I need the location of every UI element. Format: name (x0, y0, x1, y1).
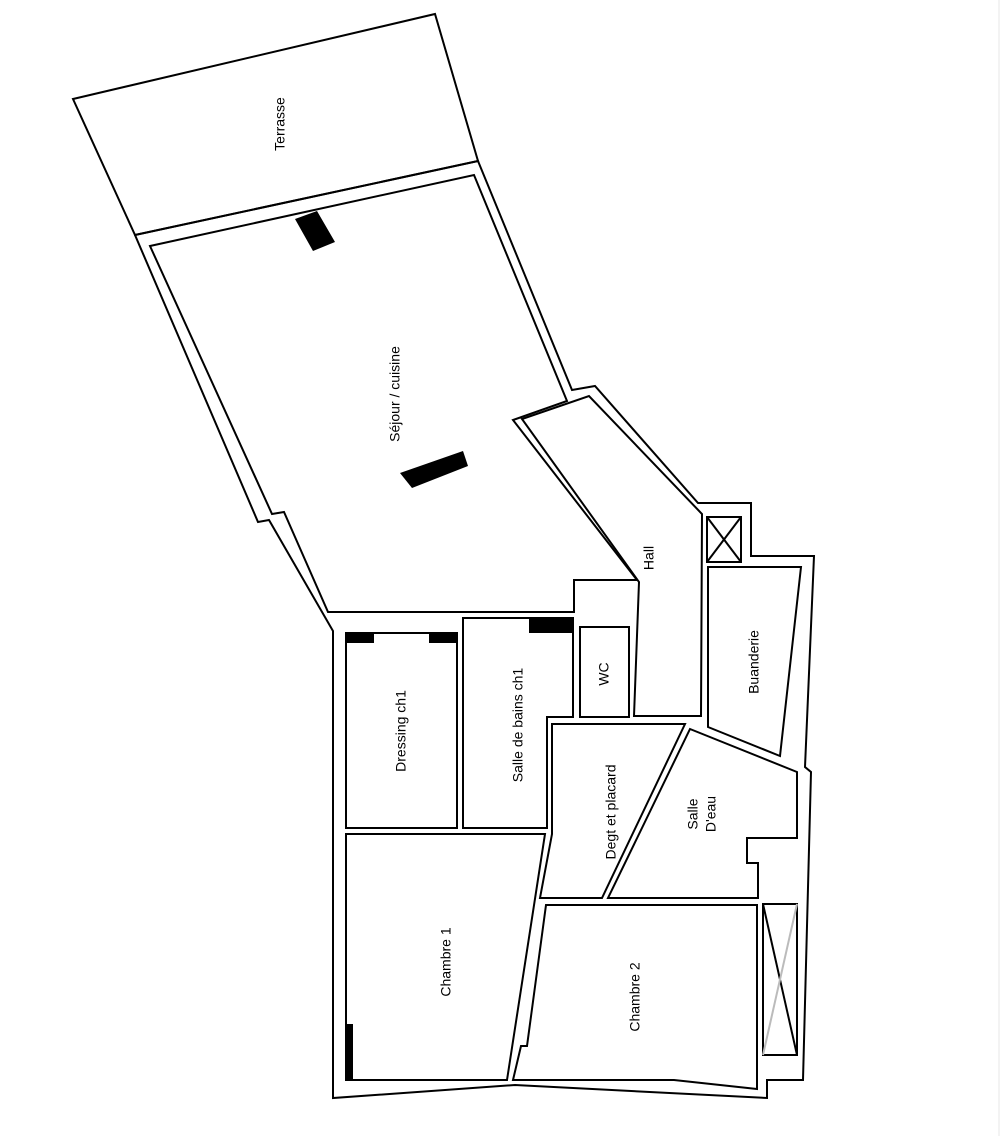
room-label-salle-eau-2: D'eau (703, 796, 719, 832)
room-dressing-ch1[interactable]: Dressing ch1 (345, 632, 458, 829)
room-hall[interactable]: Hall (520, 394, 704, 717)
room-label-hall: Hall (641, 546, 657, 570)
kitchen-island (400, 451, 468, 488)
dressing-closet-right (429, 633, 457, 643)
shaft-bottom (762, 903, 798, 1056)
chambre1-closet (345, 1024, 353, 1080)
room-chambre-2[interactable]: Chambre 2 (511, 904, 758, 1091)
kitchen-counter-top (295, 211, 335, 251)
room-wc[interactable]: WC (579, 626, 630, 718)
room-buanderie[interactable]: Buanderie (707, 566, 803, 758)
room-salle-de-bains-ch1[interactable]: Salle de bains ch1 (462, 617, 574, 829)
room-degt-placard[interactable]: Degt et placard (538, 723, 687, 899)
room-sejour-cuisine[interactable]: Séjour / cuisine (148, 173, 640, 613)
dressing-closet-left (346, 633, 374, 643)
room-label-sdb: Salle de bains ch1 (510, 668, 526, 783)
shaft-top (706, 516, 742, 563)
page-edge (998, 0, 1000, 1136)
room-label-buanderie: Buanderie (746, 630, 762, 694)
outer-wall (134, 159, 816, 1100)
room-label-sejour: Séjour / cuisine (387, 346, 403, 442)
room-label-dressing: Dressing ch1 (393, 690, 409, 772)
room-label-terrasse: Terrasse (272, 97, 288, 151)
room-label-wc: WC (596, 662, 612, 685)
room-chambre-1[interactable]: Chambre 1 (345, 833, 547, 1081)
room-salle-deau[interactable]: Salle D'eau (606, 727, 798, 899)
room-label-chambre2: Chambre 2 (627, 962, 643, 1031)
room-label-degt: Degt et placard (603, 765, 619, 860)
bathroom-fixture (529, 618, 573, 633)
room-label-chambre1: Chambre 1 (438, 927, 454, 996)
room-label-salle-eau-1: Salle (685, 798, 701, 829)
